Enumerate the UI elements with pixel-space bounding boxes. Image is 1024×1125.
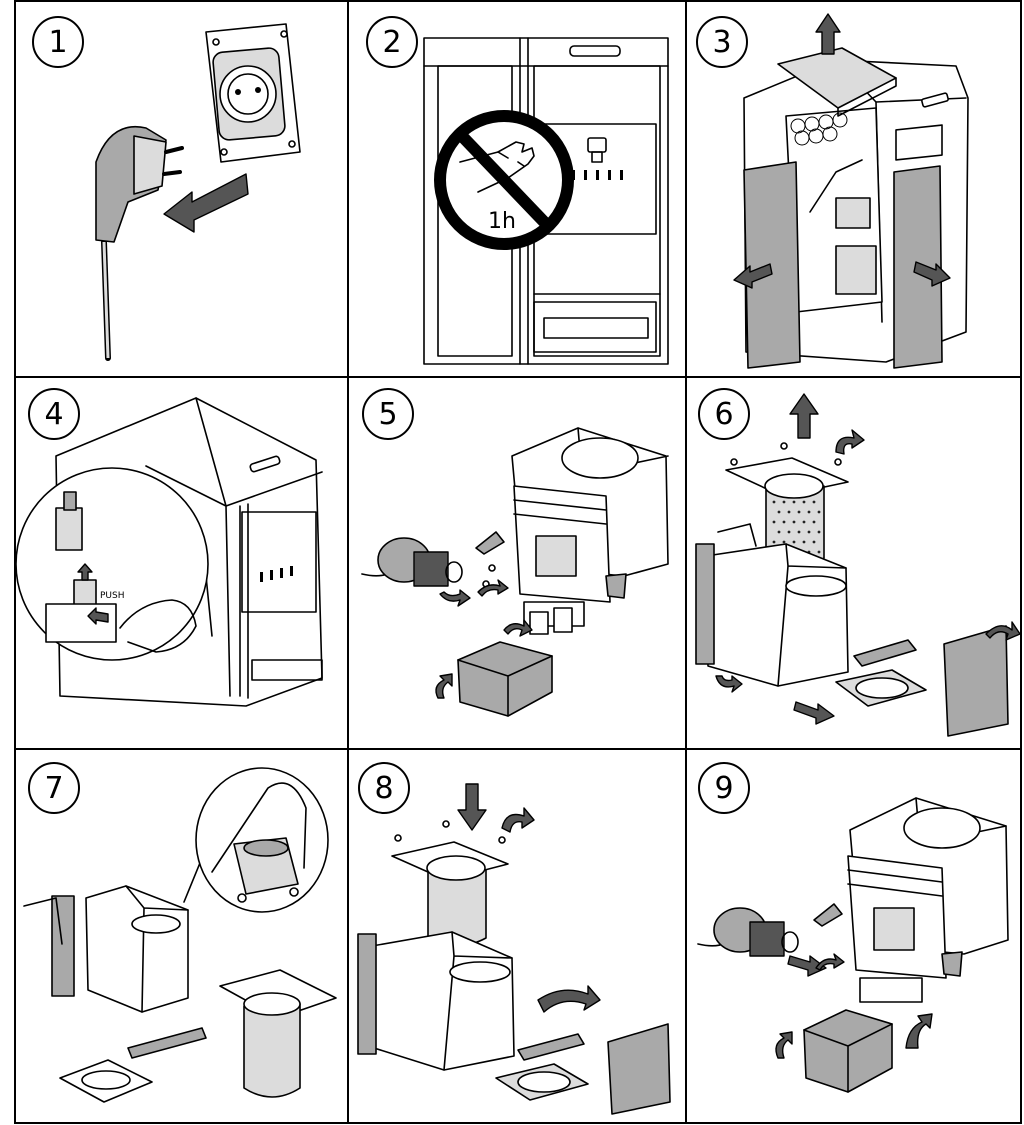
perforation-dot — [817, 510, 821, 514]
combustion-chamber-cleaned — [219, 969, 337, 1098]
perforation-dot — [777, 530, 781, 534]
burner-housing-open — [23, 885, 189, 1013]
power-plug-icon — [95, 126, 184, 361]
perforation-dot — [782, 540, 786, 544]
step-8-panel: 8 — [348, 748, 684, 1124]
perforation-dot — [777, 510, 781, 514]
step-number-badge: 6 — [698, 388, 750, 440]
step-1-panel: 1 — [16, 2, 346, 374]
perforation-dot — [807, 510, 811, 514]
perforation-dot — [812, 520, 816, 524]
perforation-dot — [792, 520, 796, 524]
wait-time-label: 1h — [488, 209, 516, 234]
rotate-arrow-icons — [435, 579, 533, 699]
ash-tray — [59, 1027, 207, 1103]
burner-housing — [357, 931, 515, 1071]
step-grid — [14, 0, 1022, 1124]
combustion-chamber — [391, 820, 509, 947]
step-number-badge: 9 — [698, 762, 750, 814]
perforation-dot — [802, 520, 806, 524]
top-cover — [777, 47, 897, 117]
wall-socket-icon — [205, 23, 301, 163]
step-number-badge: 3 — [696, 16, 748, 68]
perforation-dot — [812, 540, 816, 544]
perforation-dot — [782, 500, 786, 504]
perforation-dot — [772, 520, 776, 524]
fan-motor-icon — [361, 537, 463, 587]
perforation-dot — [812, 500, 816, 504]
side-cover — [943, 625, 1009, 737]
step-6-illustration — [695, 393, 1021, 737]
step-7-illustration — [23, 767, 337, 1103]
ash-tray — [835, 639, 927, 707]
perforation-dot — [787, 510, 791, 514]
step-1-illustration — [95, 23, 301, 361]
remove-arrow-icons — [733, 13, 951, 289]
step-5-panel: 5 — [348, 376, 684, 746]
perforation-dot — [787, 530, 791, 534]
fan-motor-icon — [697, 907, 799, 957]
step-5-illustration — [361, 427, 669, 717]
grid-divider-h2 — [16, 748, 1020, 750]
arrow-icons — [715, 393, 1021, 725]
step-9-illustration — [697, 797, 1009, 1093]
step-number-badge: 1 — [32, 16, 84, 68]
step-number-badge: 2 — [366, 16, 418, 68]
perforation-dot — [797, 530, 801, 534]
detail-zoom-circle: PUSH — [15, 467, 213, 661]
fuel-tubes — [790, 112, 848, 146]
burner-assembly — [475, 427, 669, 635]
perforation-dot — [802, 540, 806, 544]
perforation-dot — [817, 530, 821, 534]
step-2-panel: 2 — [348, 2, 684, 374]
do-not-touch-icon: 1h — [434, 110, 574, 250]
screw-icons — [482, 564, 496, 588]
side-cover — [607, 1023, 671, 1115]
pull-arrow-icon — [163, 173, 249, 233]
burner-assembly — [813, 797, 1009, 1003]
step-7-panel: 7 — [16, 748, 346, 1124]
step-number-badge: 5 — [362, 388, 414, 440]
step-2-illustration: 1h — [423, 37, 669, 365]
perforation-dot — [797, 510, 801, 514]
step-3-illustration — [733, 13, 969, 369]
grid-divider-v2 — [685, 2, 687, 1122]
perforation-dot — [792, 500, 796, 504]
step-8-illustration — [357, 783, 671, 1115]
step-4-panel: 4 — [15, 376, 346, 746]
step-4-illustration: PUSH — [15, 397, 323, 707]
grid-divider-h1 — [16, 376, 1020, 378]
perforation-dot — [792, 540, 796, 544]
arrow-icons — [457, 783, 601, 1013]
perforation-dot — [772, 540, 776, 544]
push-label: PUSH — [100, 591, 125, 601]
burner-housing — [695, 523, 849, 687]
perforation-dot — [807, 530, 811, 534]
perforation-dots — [772, 500, 821, 554]
ash-tray — [495, 1033, 589, 1101]
step-6-panel: 6 — [686, 376, 1022, 746]
step-9-panel: 9 — [686, 748, 1022, 1124]
perforation-dot — [782, 520, 786, 524]
vacuum-zoom-circle — [183, 767, 329, 913]
perforation-dot — [802, 500, 806, 504]
perforation-dot — [817, 550, 821, 554]
step-number-badge: 4 — [28, 388, 80, 440]
perforation-dot — [772, 500, 776, 504]
step-3-panel: 3 — [686, 2, 1022, 374]
step-number-badge: 8 — [358, 762, 410, 814]
step-number-badge: 7 — [28, 762, 80, 814]
control-box — [457, 641, 553, 717]
grid-divider-v1 — [347, 2, 349, 1122]
arrow-icons — [775, 953, 933, 1059]
control-box — [803, 1009, 893, 1093]
